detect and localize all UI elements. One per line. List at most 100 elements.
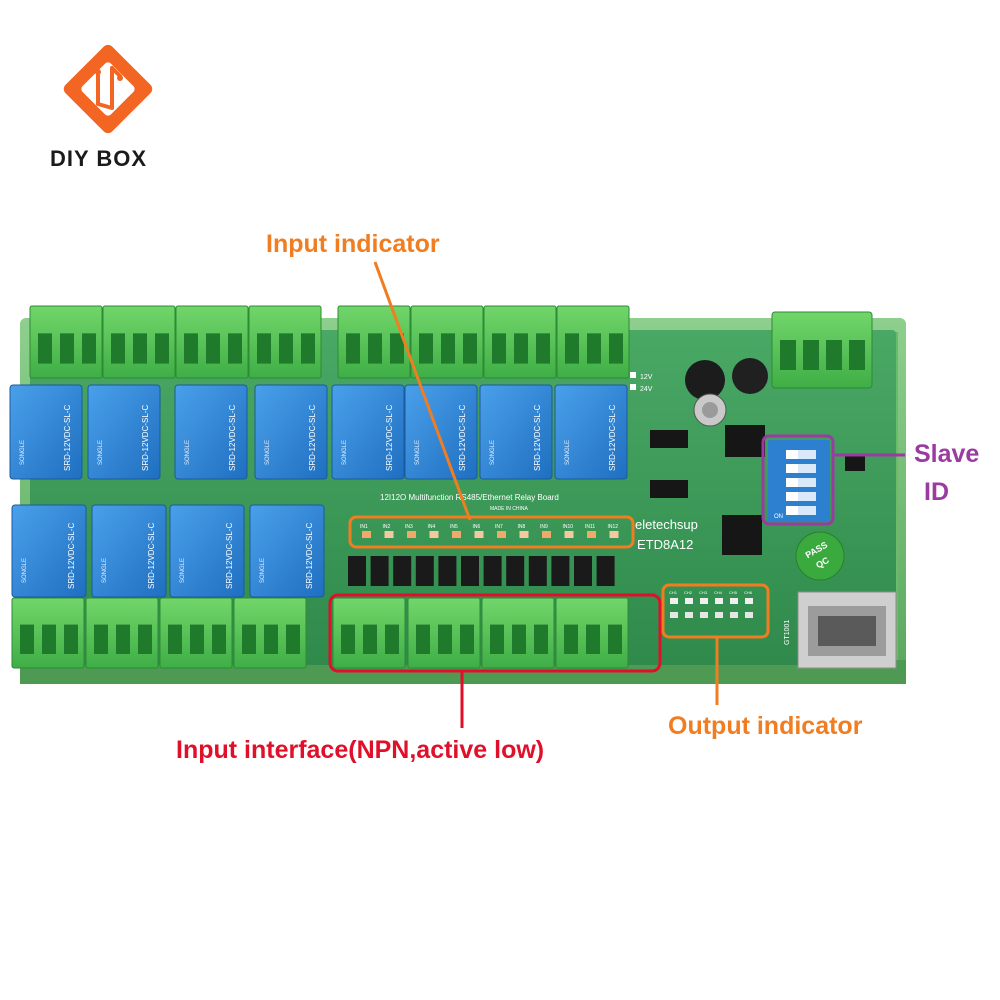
- upper-relay-row: SRD-12VDC-SL-C SONGLE SRD-12VDC-SL-C SONGLE…: [9, 384, 628, 480]
- relay-label: SRD-12VDC-SL-C: [141, 405, 150, 471]
- top-terminal-block: [248, 305, 322, 379]
- relay-label: SRD-12VDC-SL-C: [225, 523, 234, 589]
- optocoupler: [596, 556, 615, 586]
- relay-brand: SONGLE: [565, 440, 571, 465]
- relay-brand: SONGLE: [265, 440, 271, 465]
- input-led-label: IN10: [563, 524, 574, 530]
- top-terminal-block: [337, 305, 411, 379]
- brand-name: DIY BOX: [50, 146, 148, 171]
- relay-label: SRD-12VDC-SL-C: [63, 405, 72, 471]
- optocoupler-row: [348, 556, 615, 586]
- bottom-terminal-block: [407, 597, 481, 669]
- output-led: CH1: [669, 590, 678, 618]
- made-in-text: MADE IN CHINA: [490, 506, 528, 512]
- dip-key: [786, 492, 816, 501]
- relay-brand: SONGLE: [490, 440, 496, 465]
- relay-label: SRD-12VDC-SL-C: [308, 405, 317, 471]
- input-led-label: IN2: [383, 524, 391, 530]
- optocoupler: [393, 556, 412, 586]
- relay-brand: SONGLE: [20, 440, 26, 465]
- relay-label: SRD-12VDC-SL-C: [147, 523, 156, 589]
- bottom-terminal-block: [85, 597, 159, 669]
- input-indicator-label: Input indicator: [266, 230, 440, 258]
- model-text: ETD8A12: [637, 537, 693, 552]
- relay-label: SRD-12VDC-SL-C: [385, 405, 394, 471]
- qc-pass-sticker: PASS QC: [795, 531, 845, 581]
- input-led: IN10: [563, 524, 574, 538]
- input-led-label: IN12: [608, 524, 619, 530]
- relay-brand: SONGLE: [180, 558, 186, 583]
- optocoupler: [370, 556, 389, 586]
- ethernet-port: [797, 591, 897, 669]
- relay-brand: SONGLE: [342, 440, 348, 465]
- input-indicator-pointer: [373, 261, 472, 521]
- relay-label: SRD-12VDC-SL-C: [458, 405, 467, 471]
- dip-key: [786, 506, 816, 515]
- bottom-terminal-block: [332, 597, 406, 669]
- optocoupler: [483, 556, 502, 586]
- relay: SRD-12VDC-SL-C SONGLE: [9, 384, 83, 480]
- maker-text: eletechsup: [635, 517, 698, 532]
- input-led: IN3: [405, 524, 416, 538]
- power-terminal-block: [771, 311, 873, 389]
- relay: SRD-12VDC-SL-C SONGLE: [331, 384, 405, 480]
- voltage-24v: 24V: [640, 386, 653, 393]
- ic-label: GT1001: [784, 620, 791, 645]
- top-terminal-block: [175, 305, 249, 379]
- output-led: CH5: [729, 590, 738, 618]
- optocoupler: [551, 556, 570, 586]
- output-led-label: CH4: [714, 590, 723, 595]
- voltage-marks: 12V 24V: [630, 372, 653, 393]
- top-terminal-block: [29, 305, 103, 379]
- output-led-label: CH3: [699, 590, 708, 595]
- input-led-label: IN6: [473, 524, 481, 530]
- bottom-terminal-blocks: [11, 597, 629, 669]
- ic-chips: [650, 425, 865, 555]
- relay: SRD-12VDC-SL-C SONGLE: [87, 384, 161, 480]
- input-led: IN8: [518, 524, 529, 538]
- input-led-label: IN11: [585, 524, 595, 530]
- dip-key: [786, 450, 816, 459]
- bottom-terminal-block: [481, 597, 555, 669]
- dip-switch: ON: [768, 440, 830, 522]
- output-led: CH3: [699, 590, 708, 618]
- relay-label: SRD-12VDC-SL-C: [228, 405, 237, 471]
- bottom-terminal-block: [159, 597, 233, 669]
- top-terminal-blocks: [29, 305, 630, 379]
- bottom-terminal-block: [11, 597, 85, 669]
- relay: SRD-12VDC-SL-C SONGLE: [254, 384, 328, 480]
- optocoupler: [438, 556, 457, 586]
- input-led: IN2: [383, 524, 394, 538]
- relay-brand: SONGLE: [98, 440, 104, 465]
- slave-id-box: [761, 434, 835, 526]
- dip-key: [786, 464, 816, 473]
- top-terminal-block: [556, 305, 630, 379]
- bottom-terminal-block: [233, 597, 307, 669]
- relay: SRD-12VDC-SL-C SONGLE: [169, 504, 245, 598]
- optocoupler: [528, 556, 547, 586]
- input-led: IN7: [495, 524, 506, 538]
- input-led-label: IN4: [428, 524, 436, 530]
- relay-label: SRD-12VDC-SL-C: [608, 405, 617, 471]
- optocoupler: [506, 556, 525, 586]
- dip-on-label: ON: [774, 514, 783, 520]
- relay: SRD-12VDC-SL-C SONGLE: [554, 384, 628, 480]
- input-led: IN6: [473, 524, 484, 538]
- slave-id-label-line1: Slave: [914, 440, 980, 468]
- brand-logo-icon: [63, 44, 153, 134]
- output-led: CH6: [744, 590, 753, 618]
- input-led: IN5: [450, 524, 461, 538]
- input-led-label: IN9: [540, 524, 548, 530]
- output-led-label: CH5: [729, 590, 738, 595]
- optocoupler: [348, 556, 366, 586]
